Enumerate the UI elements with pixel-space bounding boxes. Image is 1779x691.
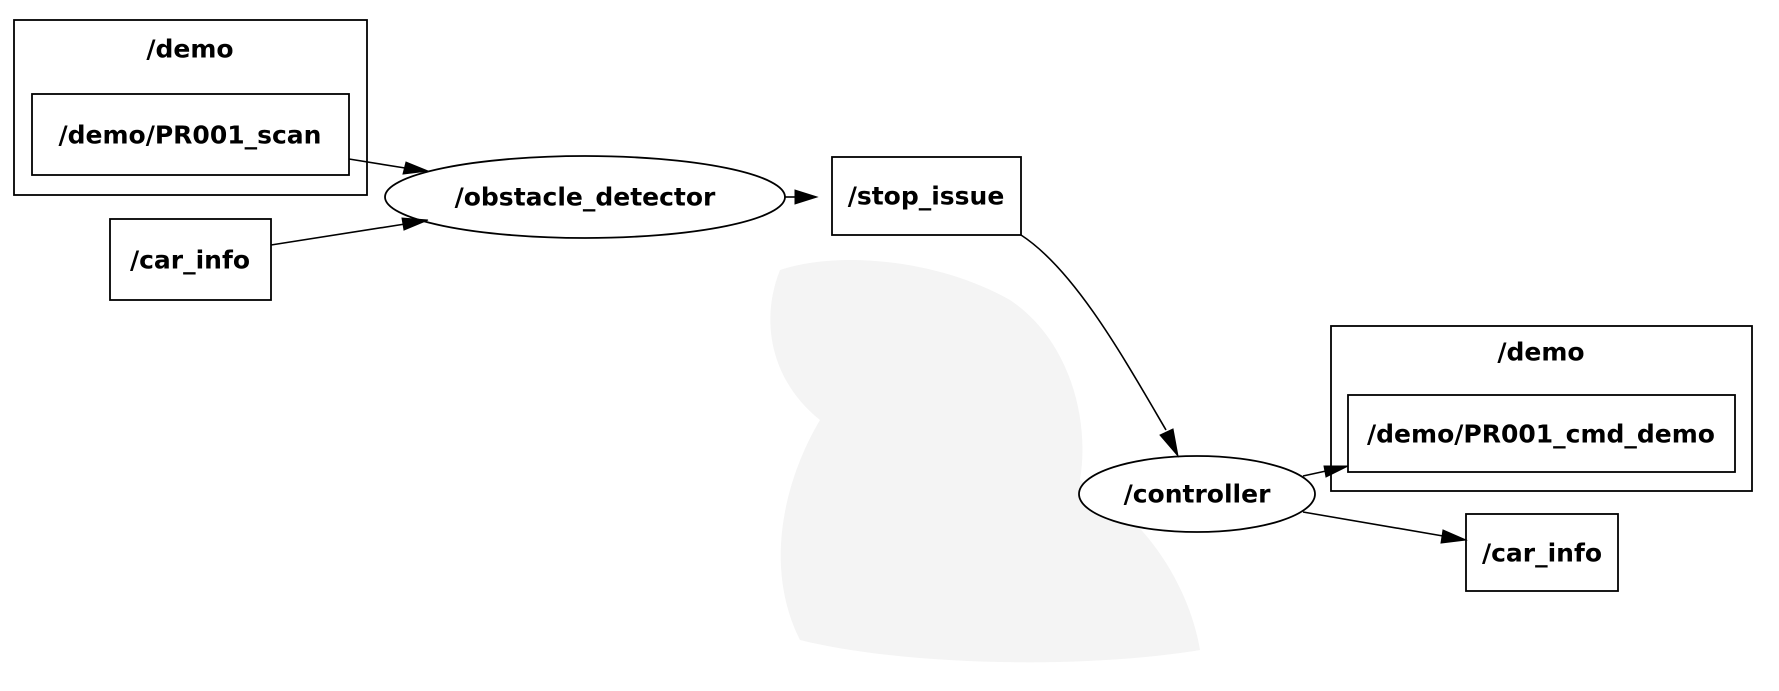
topic-demo-pr001-scan[interactable]: /demo/PR001_scan — [31, 93, 350, 176]
node-obstacle-detector-label: /obstacle_detector — [455, 183, 716, 212]
edge-controller-to-cmd-demo-arrow — [1323, 465, 1349, 478]
topic-car-info-output-box[interactable] — [1465, 513, 1619, 592]
edges — [270, 158, 1468, 544]
edge-controller-to-car-info-arrow — [1440, 529, 1468, 544]
edge-car-info-to-obstacle-detector-line — [270, 223, 406, 246]
edge-controller-to-car-info-line — [1302, 511, 1444, 537]
topic-car-info-input-box[interactable] — [109, 218, 272, 301]
topic-stop-issue-label: /stop_issue — [848, 182, 1005, 211]
cluster-demo-top-label: /demo — [146, 35, 233, 64]
edge-car-info-to-obstacle-detector-arrow — [401, 217, 429, 231]
edge-obstacle-detector-to-stop-issue — [785, 189, 819, 205]
edge-controller-to-cmd-demo — [1302, 465, 1349, 478]
edge-car-info-to-obstacle-detector — [270, 217, 429, 246]
topic-demo-pr001-cmd-demo[interactable]: /demo/PR001_cmd_demo — [1347, 394, 1736, 473]
node-controller-label: /controller — [1124, 480, 1271, 509]
edge-stop-issue-to-controller — [1020, 234, 1179, 458]
cluster-demo-bottom-label: /demo — [1497, 338, 1584, 367]
edge-obstacle-detector-to-stop-issue-arrow — [794, 189, 819, 205]
node-controller-ellipse[interactable] — [1078, 455, 1316, 533]
node-controller[interactable]: /controller — [1078, 455, 1316, 533]
topic-car-info-input[interactable]: /car_info — [109, 218, 272, 301]
edge-stop-issue-to-controller-line — [1020, 234, 1167, 431]
topic-car-info-output[interactable]: /car_info — [1465, 513, 1619, 592]
topic-stop-issue-box[interactable] — [831, 156, 1022, 236]
topic-demo-pr001-cmd-demo-label: /demo/PR001_cmd_demo — [1367, 420, 1715, 449]
edge-scan-to-obstacle-detector-arrow — [402, 161, 430, 175]
edge-stop-issue-to-controller-arrow — [1159, 428, 1179, 458]
topic-demo-pr001-scan-box[interactable] — [31, 93, 350, 176]
topic-car-info-output-label: /car_info — [1482, 539, 1602, 568]
topic-stop-issue[interactable]: /stop_issue — [831, 156, 1022, 236]
topic-demo-pr001-cmd-demo-box[interactable] — [1347, 394, 1736, 473]
edge-controller-to-car-info — [1302, 511, 1468, 544]
node-obstacle-detector[interactable]: /obstacle_detector — [384, 155, 786, 239]
edge-scan-to-obstacle-detector — [348, 158, 430, 175]
edge-controller-to-cmd-demo-line — [1302, 470, 1327, 477]
background-watermark — [770, 260, 1200, 663]
topic-demo-pr001-scan-label: /demo/PR001_scan — [59, 121, 322, 150]
edge-scan-to-obstacle-detector-line — [348, 158, 406, 169]
topic-car-info-input-label: /car_info — [130, 246, 250, 275]
